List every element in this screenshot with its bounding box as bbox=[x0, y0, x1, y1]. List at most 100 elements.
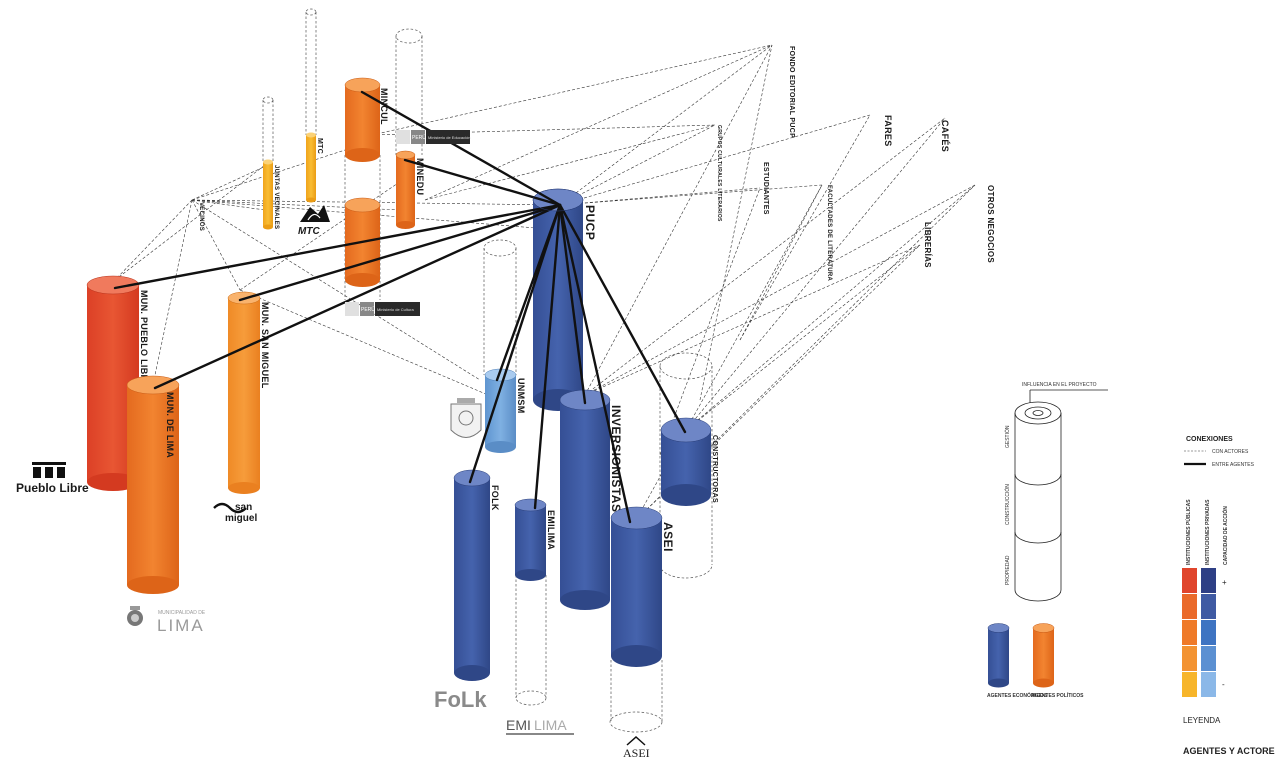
logo-lima-big: LIMA bbox=[157, 616, 205, 635]
agent-label-pucp: PUCP bbox=[583, 205, 597, 240]
legend-agentes-eco-1: AGENTES ECONÓMICOS bbox=[987, 691, 1048, 699]
logo-peru-1: PERÚ bbox=[412, 134, 426, 141]
logo-san-text: san bbox=[235, 502, 252, 513]
cylinder-juntas-vecinales[interactable]: JUNTAS VECINALES bbox=[263, 159, 279, 230]
coat-of-arms-icon bbox=[127, 606, 143, 626]
agent-label-emilima: EMILIMA bbox=[546, 510, 556, 550]
cylinder-emilima[interactable]: EMILIMA bbox=[514, 498, 556, 581]
cylinder-mincul[interactable]: MINCUL bbox=[344, 77, 389, 287]
agent-label-san-miguel: MUN. SAN MIGUEL bbox=[260, 302, 270, 389]
logo-emilima: EMI LIMA bbox=[506, 717, 574, 735]
logo-emi-text: EMI bbox=[506, 717, 531, 733]
legend-construccion: CONSTRUCCIÓN bbox=[1004, 484, 1011, 525]
cylinder-pueblo-libre[interactable]: MUN. PUEBLO LIBRE bbox=[86, 275, 149, 491]
legend-minus: - bbox=[1222, 680, 1225, 689]
cylinder-minedu[interactable]: MINEDU bbox=[395, 150, 425, 229]
ghost-cylinders bbox=[262, 8, 713, 733]
logo-folk-text: FoLk bbox=[434, 687, 487, 712]
cylinder-constructoras[interactable]: CONSTRUCTORAS bbox=[660, 417, 718, 506]
actor-label-grupos: GRUPOS CULTURALES LITERARIOS bbox=[716, 125, 722, 222]
university-seal-icon bbox=[450, 398, 482, 438]
logo-ministerio-cultura: PERÚ Ministerio de Cultura bbox=[345, 302, 420, 316]
cylinder-asei[interactable]: ASEI bbox=[610, 506, 675, 667]
pucp-top-cap bbox=[532, 188, 584, 212]
ghost-cylinder-emilima bbox=[515, 575, 547, 706]
ghost-cylinder-constructoras bbox=[659, 352, 713, 579]
logo-pueblo-libre: Pueblo Libre bbox=[16, 462, 89, 495]
logo-lima-text: LIMA bbox=[534, 717, 567, 733]
cylinder-lima[interactable]: MUN. DE LIMA bbox=[126, 375, 180, 594]
legend-gestion: GESTIÓN bbox=[1004, 425, 1011, 448]
ghost-cylinder-juntas bbox=[262, 96, 274, 162]
legend-title: AGENTES Y ACTORES bbox=[1183, 746, 1275, 756]
road-icon bbox=[300, 205, 330, 222]
legend-inst-privadas: INSTITUCIONES PRIVADAS bbox=[1205, 499, 1211, 565]
logo-unmsm bbox=[450, 398, 482, 438]
actor-label-librerias: LIBRERÍAS bbox=[923, 222, 932, 268]
agent-label-mincul: MINCUL bbox=[379, 88, 389, 125]
logo-folk: FoLk bbox=[434, 687, 487, 712]
agent-label-vecinos: VECINOS bbox=[198, 202, 204, 231]
legend-influencia: INFLUENCIA EN EL PROYECTO bbox=[1022, 382, 1097, 388]
logo-mtc: MTC bbox=[298, 205, 330, 237]
legend-propiedad: PROPIEDAD bbox=[1005, 555, 1011, 585]
agent-label-folk: FOLK bbox=[490, 485, 500, 511]
logo-miguel-text: miguel bbox=[225, 513, 257, 524]
legend-influence-cylinder bbox=[1014, 389, 1108, 602]
legend: INFLUENCIA EN EL PROYECTO GESTIÓN CONSTR… bbox=[987, 382, 1275, 756]
cylinder-folk[interactable]: FOLK bbox=[453, 469, 500, 681]
agent-connections bbox=[113, 90, 687, 524]
agent-label-pueblo-libre: MUN. PUEBLO LIBRE bbox=[139, 290, 149, 388]
wave-icon bbox=[213, 502, 247, 514]
cylinder-mtc[interactable]: MTC bbox=[306, 132, 323, 203]
legend-capacidad: CAPACIDAD DE ACCIÓN bbox=[1221, 506, 1229, 565]
legend-agente-economico bbox=[987, 623, 1010, 688]
agent-label-unmsm: UNMSM bbox=[516, 378, 526, 414]
actor-connections bbox=[114, 44, 976, 521]
agent-label-mtc: MTC bbox=[316, 138, 323, 154]
legend-con-actores: CON ACTORES bbox=[1212, 449, 1249, 455]
actor-label-facultades: FACULTADES DE LITERATURA bbox=[826, 185, 832, 282]
cylinder-unmsm[interactable]: UNMSM bbox=[484, 368, 526, 453]
agent-label-minedu: MINEDU bbox=[415, 158, 425, 195]
legend-entre-agentes: ENTRE AGENTES bbox=[1212, 462, 1255, 468]
cylinder-inversionistas[interactable]: INVERSIONISTAS bbox=[559, 389, 623, 610]
legend-inst-publicas: INSTITUCIONES PÚBLICAS bbox=[1185, 499, 1192, 565]
arches-icon bbox=[32, 462, 66, 478]
agent-label-asei: ASEI bbox=[661, 522, 675, 552]
logo-lima-small: MUNICIPALIDAD DE bbox=[158, 610, 206, 616]
legend-agentes-pol: AGENTES POLÍTICOS bbox=[1031, 691, 1084, 699]
legend-agente-politico bbox=[1032, 623, 1055, 688]
actor-label-cafes: CAFÉS bbox=[940, 120, 950, 152]
legend-leyenda: LEYENDA bbox=[1183, 716, 1221, 725]
logo-mincul-text: Ministerio de Cultura bbox=[377, 307, 414, 312]
logo-minedu-text: Ministerio de Educación bbox=[428, 135, 470, 140]
ghost-cylinder-mtc bbox=[305, 8, 317, 135]
logo-ministerio-educacion: PERÚ Ministerio de Educación bbox=[396, 130, 470, 144]
actor-label-fondo-1: FONDO EDITORIAL PUCP bbox=[788, 46, 795, 138]
agent-label-juntas: JUNTAS VECINALES bbox=[273, 165, 279, 229]
agent-label-lima: MUN. DE LIMA bbox=[165, 392, 175, 458]
actor-labels: FONDO EDITORIAL PUCP FARES CAFÉS OTROS N… bbox=[198, 46, 995, 282]
logo-san-miguel: san miguel bbox=[213, 502, 257, 524]
ghost-cylinder-asei bbox=[609, 660, 663, 733]
logo-lima: MUNICIPALIDAD DE LIMA bbox=[127, 606, 206, 635]
legend-color-scale bbox=[1182, 568, 1216, 697]
logo-mtc-text: MTC bbox=[298, 226, 320, 237]
shield-icon bbox=[396, 130, 410, 144]
actor-label-estudiantes: ESTUDIANTES bbox=[762, 162, 769, 215]
cylinder-san-miguel[interactable]: MUN. SAN MIGUEL bbox=[227, 291, 270, 494]
legend-conexiones: CONEXIONES bbox=[1186, 436, 1233, 443]
logo-asei: ASEI bbox=[623, 735, 650, 760]
legend-plus: + bbox=[1222, 578, 1227, 587]
ghost-cylinder-unmsm bbox=[483, 239, 517, 375]
actor-label-fares: FARES bbox=[883, 115, 893, 147]
house-icon bbox=[626, 735, 646, 746]
actor-label-otros: OTROS NEGOCIOS bbox=[986, 185, 995, 263]
logo-pueblo-libre-text: Pueblo Libre bbox=[16, 481, 89, 495]
logo-asei-text: ASEI bbox=[623, 746, 650, 760]
shield-icon bbox=[345, 302, 359, 316]
logo-peru-2: PERÚ bbox=[361, 306, 375, 313]
agent-label-constructoras: CONSTRUCTORAS bbox=[711, 435, 718, 503]
